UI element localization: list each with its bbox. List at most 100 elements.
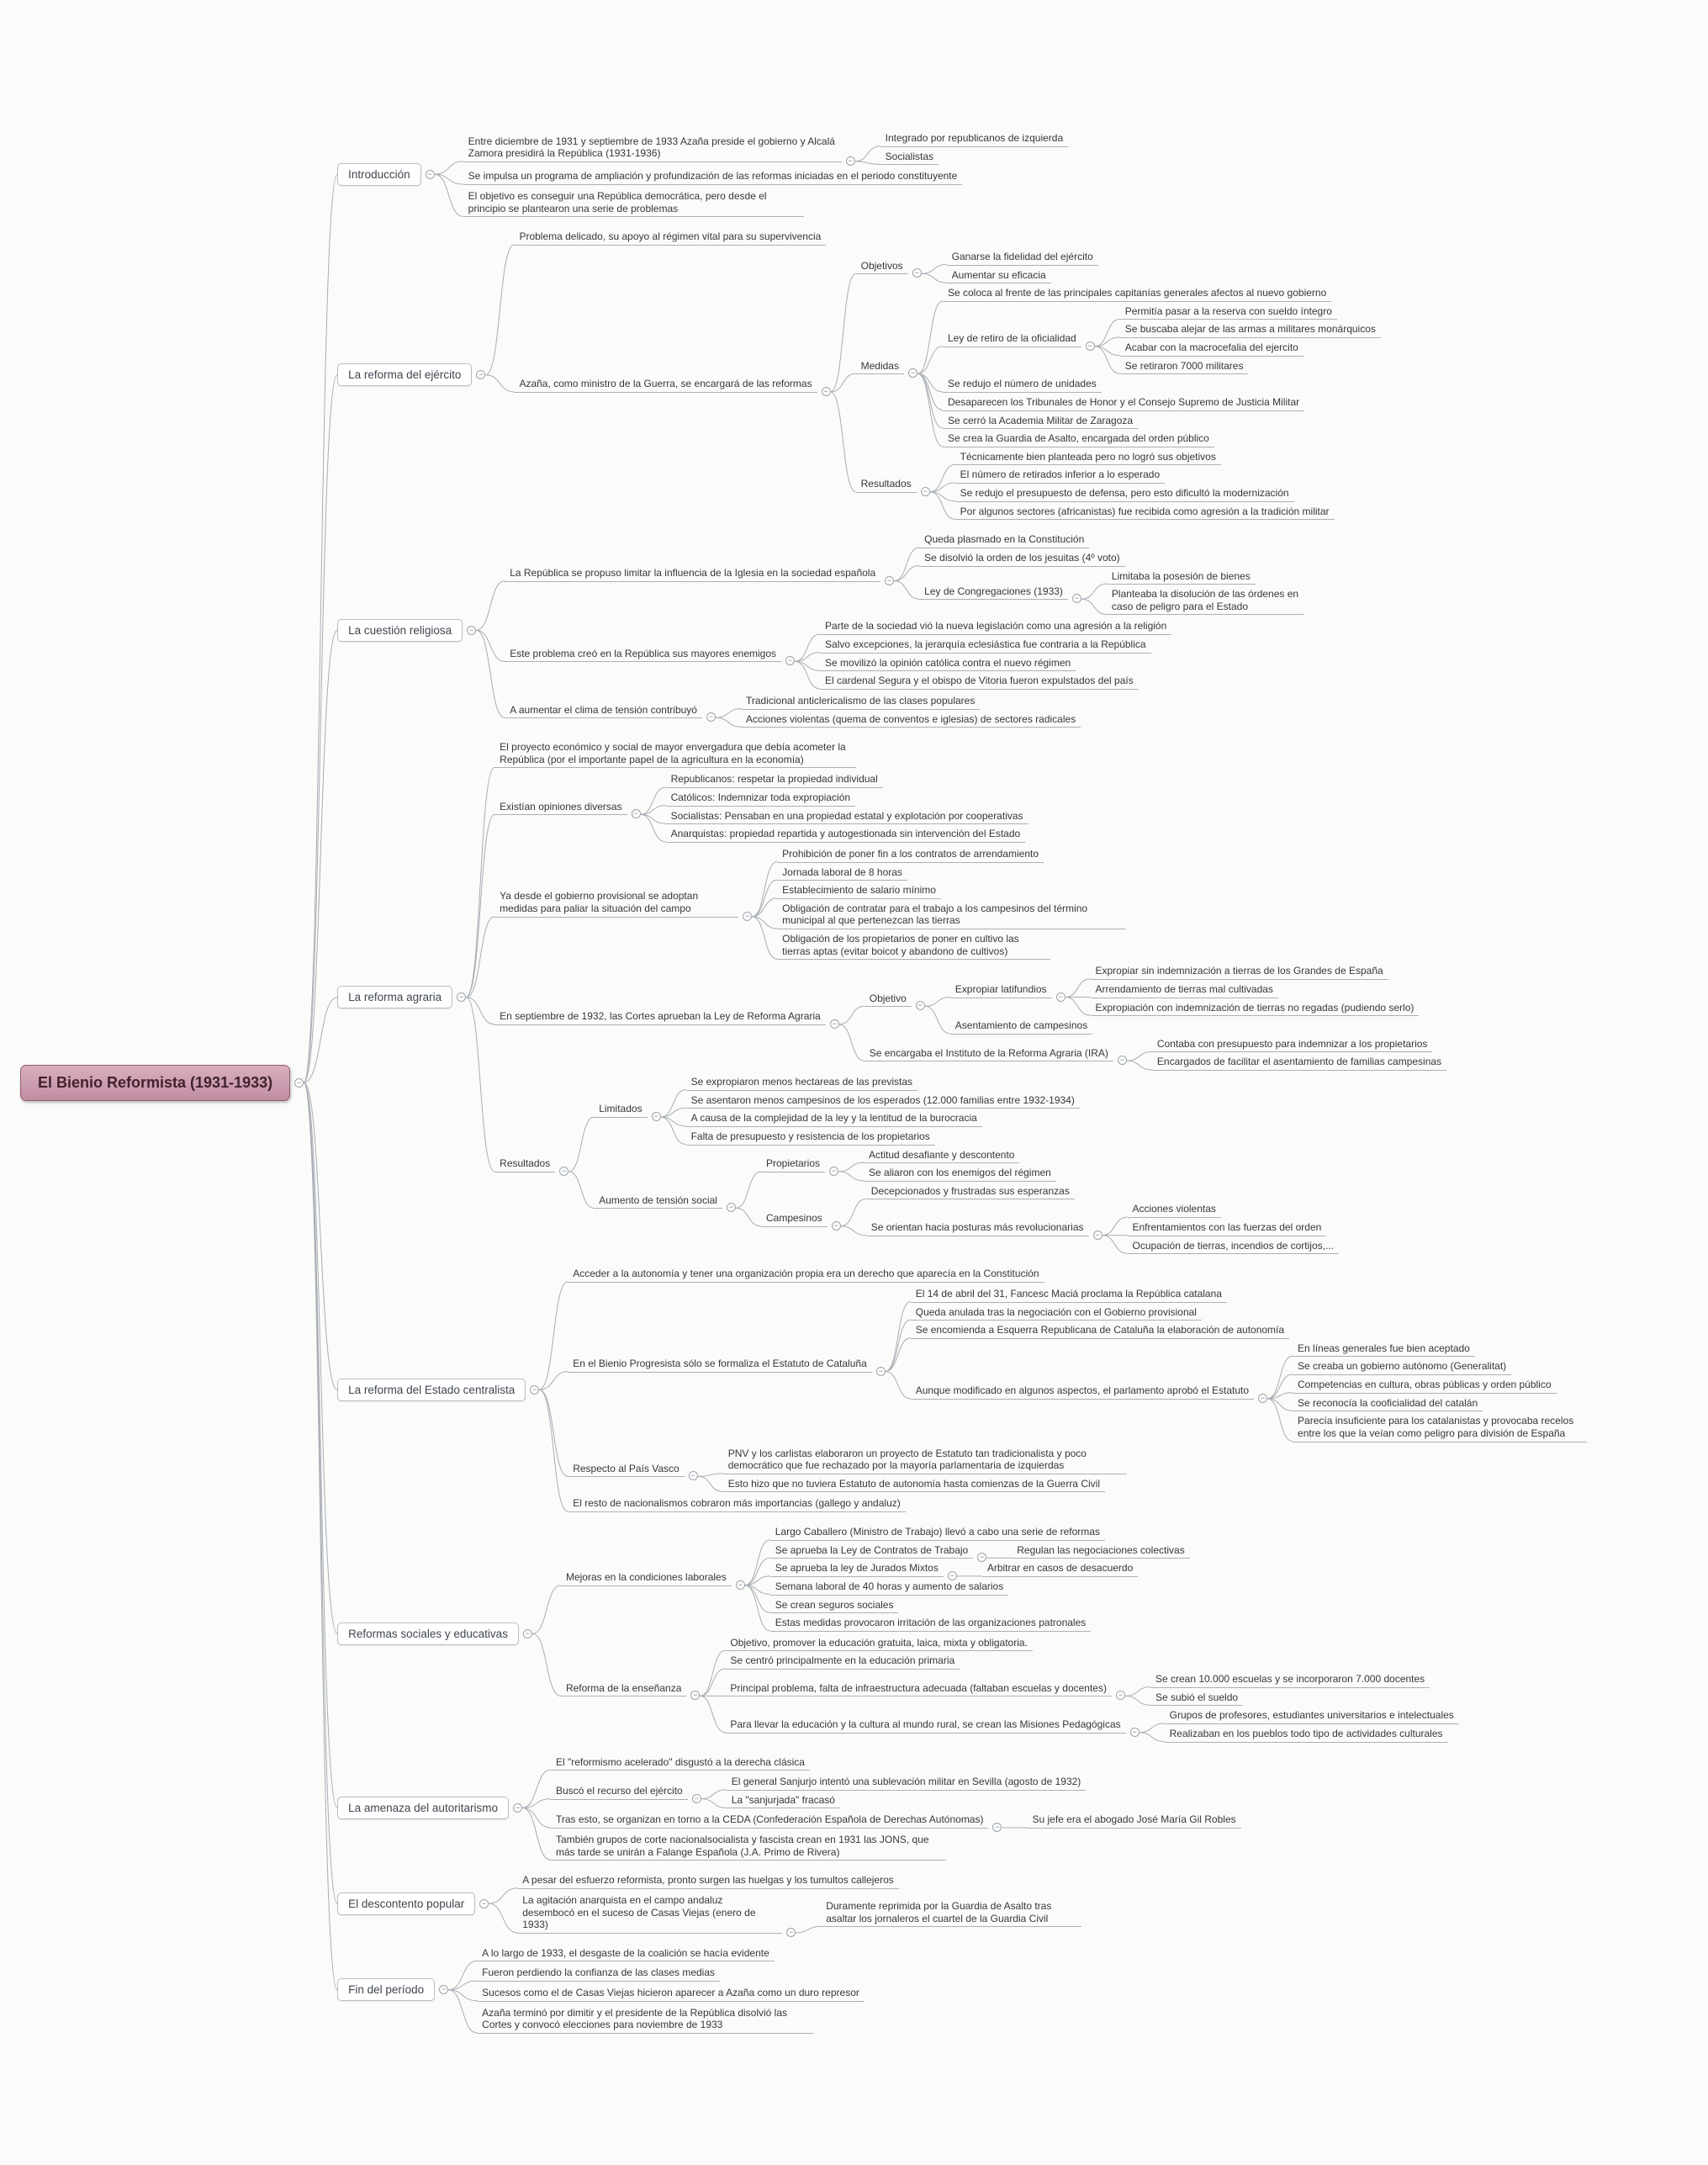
- subtopic-node[interactable]: Se buscaba alejar de las armas a militar…: [1119, 322, 1381, 338]
- subtopic-node[interactable]: Reforma de la enseñanza: [560, 1681, 687, 1697]
- subtopic-node[interactable]: Se aprueba la ley de Jurados Mixtos: [769, 1561, 944, 1577]
- subtopic-node[interactable]: Arbitrar en casos de desacuerdo: [981, 1561, 1139, 1577]
- collapse-toggle-icon[interactable]: −: [907, 368, 917, 378]
- collapse-toggle-icon[interactable]: −: [294, 1077, 304, 1088]
- subtopic-node[interactable]: El cardenal Segura y el obispo de Vitori…: [820, 674, 1139, 690]
- collapse-toggle-icon[interactable]: −: [479, 1898, 489, 1908]
- collapse-toggle-icon[interactable]: −: [476, 370, 486, 380]
- subtopic-node[interactable]: Ocupación de tierras, incendios de corti…: [1127, 1239, 1339, 1255]
- subtopic-node[interactable]: Largo Caballero (Ministro de Trabajo) ll…: [769, 1525, 1105, 1541]
- subtopic-node[interactable]: El "reformismo acelerado" disgustó a la …: [550, 1755, 810, 1771]
- subtopic-node[interactable]: Se impulsa un programa de ampliación y p…: [463, 169, 963, 185]
- collapse-toggle-icon[interactable]: −: [706, 712, 716, 723]
- subtopic-node[interactable]: Objetivos: [855, 259, 908, 275]
- subtopic-node[interactable]: Se aliaron con los enemigos del régimen: [864, 1166, 1056, 1182]
- collapse-toggle-icon[interactable]: −: [786, 1927, 796, 1937]
- collapse-toggle-icon[interactable]: −: [559, 1166, 569, 1176]
- subtopic-node[interactable]: Esto hizo que no tuviera Estatuto de aut…: [722, 1477, 1105, 1493]
- subtopic-node[interactable]: Por algunos sectores (africanistas) fue …: [954, 505, 1335, 521]
- subtopic-node[interactable]: En el Bienio Progresista sólo se formali…: [568, 1357, 872, 1373]
- subtopic-node[interactable]: El resto de nacionalismos cobraron más i…: [568, 1496, 906, 1512]
- subtopic-node[interactable]: A causa de la complejidad de la ley y la…: [685, 1111, 982, 1127]
- subtopic-node[interactable]: Limitados: [594, 1102, 648, 1119]
- subtopic-node[interactable]: En líneas generales fue bien aceptado: [1293, 1342, 1475, 1358]
- subtopic-node[interactable]: Decepcionados y frustradas sus esperanza…: [865, 1184, 1075, 1200]
- subtopic-node[interactable]: Regulan las negociaciones colectivas: [1012, 1543, 1190, 1559]
- subtopic-node[interactable]: Se centró principalmente en la educación…: [725, 1654, 960, 1670]
- subtopic-node[interactable]: Establecimiento de salario mínimo: [777, 883, 941, 899]
- subtopic-node[interactable]: Encargados de facilitar el asentamiento …: [1151, 1055, 1447, 1071]
- collapse-toggle-icon[interactable]: −: [875, 1366, 886, 1376]
- subtopic-node[interactable]: Expropiación con indemnización de tierra…: [1090, 1001, 1420, 1017]
- subtopic-node[interactable]: El número de retirados inferior a lo esp…: [954, 468, 1166, 484]
- collapse-toggle-icon[interactable]: −: [1129, 1727, 1140, 1737]
- collapse-toggle-icon[interactable]: −: [829, 1166, 839, 1176]
- central-topic[interactable]: El Bienio Reformista (1931-1933): [20, 1064, 291, 1101]
- subtopic-node[interactable]: Actitud desafiante y descontento: [864, 1148, 1020, 1164]
- collapse-toggle-icon[interactable]: −: [457, 993, 467, 1003]
- subtopic-node[interactable]: La agitación anarquista en el campo anda…: [517, 1893, 783, 1934]
- subtopic-node[interactable]: Se aprueba la Ley de Contratos de Trabaj…: [769, 1543, 974, 1559]
- subtopic-node[interactable]: El objetivo es conseguir una República d…: [463, 189, 804, 218]
- subtopic-node[interactable]: Buscó el recurso del ejército: [550, 1784, 688, 1800]
- subtopic-node[interactable]: Parecía insuficiente para los catalanist…: [1293, 1414, 1588, 1442]
- subtopic-node[interactable]: Grupos de profesores, estudiantes univer…: [1164, 1708, 1459, 1724]
- collapse-toggle-icon[interactable]: −: [920, 486, 930, 496]
- subtopic-node[interactable]: A aumentar el clima de tensión contribuy…: [505, 703, 702, 719]
- collapse-toggle-icon[interactable]: −: [1115, 1691, 1125, 1701]
- collapse-toggle-icon[interactable]: −: [691, 1793, 701, 1803]
- subtopic-node[interactable]: Católicos: Indemnizar toda expropiación: [665, 791, 856, 807]
- collapse-toggle-icon[interactable]: −: [690, 1691, 701, 1701]
- subtopic-node[interactable]: Se encomienda a Esquerra Republicana de …: [910, 1323, 1290, 1339]
- subtopic-node[interactable]: Acciones violentas: [1127, 1202, 1221, 1218]
- subtopic-node[interactable]: Se cerró la Academia Militar de Zaragoza: [942, 414, 1139, 430]
- subtopic-node[interactable]: Competencias en cultura, obras públicas …: [1293, 1378, 1557, 1394]
- collapse-toggle-icon[interactable]: −: [522, 1628, 532, 1638]
- collapse-toggle-icon[interactable]: −: [977, 1553, 987, 1563]
- collapse-toggle-icon[interactable]: −: [912, 268, 922, 278]
- collapse-toggle-icon[interactable]: −: [1258, 1393, 1268, 1403]
- subtopic-node[interactable]: Socialistas: Pensaban en una propiedad e…: [665, 809, 1029, 825]
- collapse-toggle-icon[interactable]: −: [467, 625, 477, 635]
- collapse-toggle-icon[interactable]: −: [885, 575, 895, 585]
- subtopic-node[interactable]: Se redujo el presupuesto de defensa, per…: [954, 486, 1294, 502]
- main-topic[interactable]: Reformas sociales y educativas: [337, 1622, 519, 1645]
- subtopic-node[interactable]: Ley de Congregaciones (1933): [919, 585, 1068, 601]
- subtopic-node[interactable]: Acciones violentas (quema de conventos e…: [740, 712, 1081, 728]
- subtopic-node[interactable]: Aunque modificado en algunos aspectos, e…: [910, 1384, 1255, 1400]
- subtopic-node[interactable]: A lo largo de 1933, el desgaste de la co…: [477, 1946, 775, 1962]
- collapse-toggle-icon[interactable]: −: [947, 1570, 957, 1580]
- subtopic-node[interactable]: También grupos de corte nacionalsocialis…: [550, 1833, 946, 1861]
- subtopic-node[interactable]: Socialistas: [880, 150, 939, 166]
- subtopic-node[interactable]: Republicanos: respetar la propiedad indi…: [665, 772, 883, 788]
- subtopic-node[interactable]: Acabar con la macrocefalia del ejercito: [1119, 341, 1303, 357]
- collapse-toggle-icon[interactable]: −: [845, 156, 855, 166]
- collapse-toggle-icon[interactable]: −: [743, 911, 753, 921]
- subtopic-node[interactable]: Integrado por republicanos de izquierda: [880, 131, 1069, 147]
- subtopic-node[interactable]: Realizaban en los pueblos todo tipo de a…: [1164, 1727, 1448, 1743]
- subtopic-node[interactable]: Prohibición de poner fin a los contratos…: [777, 847, 1044, 863]
- main-topic[interactable]: La cuestión religiosa: [337, 618, 463, 642]
- subtopic-node[interactable]: Para llevar la educación y la cultura al…: [725, 1718, 1126, 1734]
- collapse-toggle-icon[interactable]: −: [631, 809, 641, 819]
- subtopic-node[interactable]: Se expropiaron menos hectareas de las pr…: [685, 1075, 918, 1091]
- subtopic-node[interactable]: Objetivo, promover la educación gratuita…: [725, 1636, 1033, 1652]
- subtopic-node[interactable]: Mejoras en la condiciones laborales: [560, 1570, 732, 1586]
- subtopic-node[interactable]: Se disolvió la orden de los jesuitas (4º…: [919, 551, 1125, 567]
- subtopic-node[interactable]: Se reconocía la cooficialidad del catalá…: [1293, 1396, 1483, 1412]
- collapse-toggle-icon[interactable]: −: [1085, 341, 1095, 351]
- subtopic-node[interactable]: Resultados: [855, 477, 917, 493]
- collapse-toggle-icon[interactable]: −: [992, 1823, 1002, 1832]
- subtopic-node[interactable]: Semana laboral de 40 horas y aumento de …: [769, 1580, 1009, 1596]
- collapse-toggle-icon[interactable]: −: [735, 1580, 745, 1590]
- subtopic-node[interactable]: En septiembre de 1932, las Cortes aprueb…: [494, 1009, 826, 1025]
- collapse-toggle-icon[interactable]: −: [829, 1019, 839, 1029]
- subtopic-node[interactable]: Azaña, como ministro de la Guerra, se en…: [514, 377, 817, 393]
- subtopic-node[interactable]: La República se propuso limitar la influ…: [505, 566, 881, 582]
- collapse-toggle-icon[interactable]: −: [1117, 1056, 1127, 1066]
- subtopic-node[interactable]: Expropiar sin indemnización a tierras de…: [1090, 964, 1388, 980]
- collapse-toggle-icon[interactable]: −: [831, 1220, 841, 1231]
- subtopic-node[interactable]: Ya desde el gobierno provisional se adop…: [494, 889, 739, 918]
- collapse-toggle-icon[interactable]: −: [785, 656, 796, 666]
- subtopic-node[interactable]: Queda anulada tras la negociación con el…: [910, 1305, 1202, 1321]
